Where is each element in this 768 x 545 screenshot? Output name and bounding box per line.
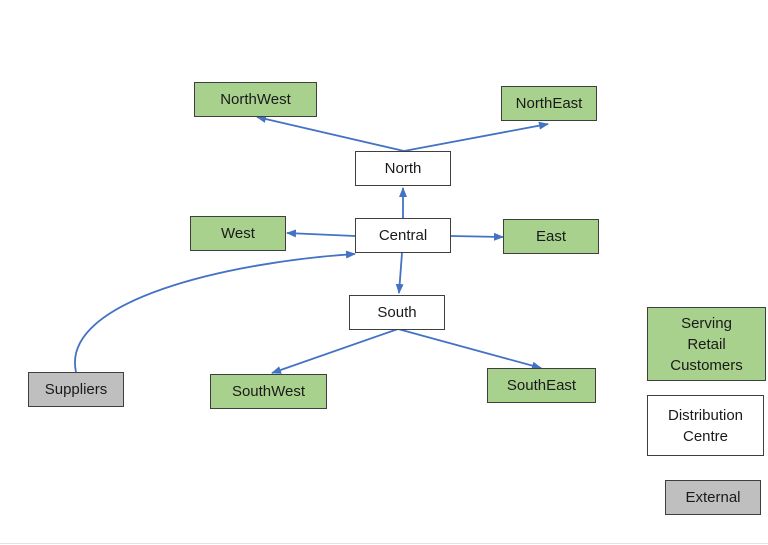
edge-central-to-south [395, 252, 404, 294]
node-southwest: SouthWest [210, 374, 327, 409]
edge-suppliers-to-central [74, 250, 356, 373]
node-southeast: SouthEast [487, 368, 596, 403]
legend-retail-swatch: Serving Retail Customers [647, 307, 766, 381]
edge-south-to-southwest [271, 328, 399, 374]
node-north: North [355, 151, 451, 186]
node-south: South [349, 295, 445, 330]
edge-central-to-west [286, 229, 356, 238]
legend-external-swatch: External [665, 480, 761, 515]
bottom-divider [0, 543, 768, 544]
legend-distribution-swatch: Distribution Centre [647, 395, 764, 456]
node-west: West [190, 216, 286, 251]
node-suppliers: Suppliers [28, 372, 124, 407]
edge-north-to-northwest [256, 115, 405, 152]
node-central: Central [355, 218, 451, 253]
edge-north-to-northeast [403, 121, 549, 152]
edge-south-to-southeast [397, 328, 542, 370]
edge-central-to-east [450, 232, 504, 241]
node-northeast: NorthEast [501, 86, 597, 121]
node-northwest: NorthWest [194, 82, 317, 117]
node-east: East [503, 219, 599, 254]
